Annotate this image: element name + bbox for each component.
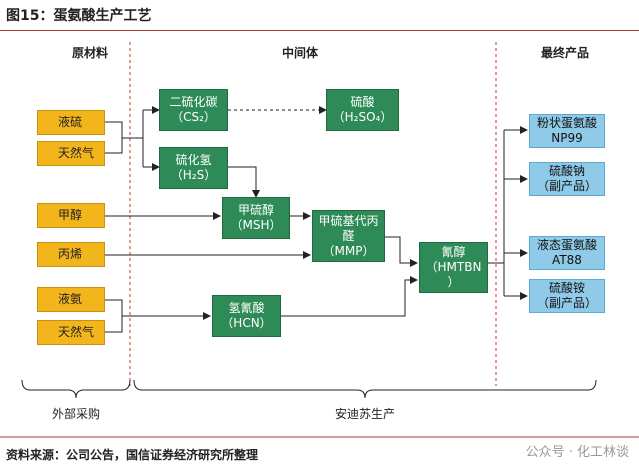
raw-liquid-sulfur: 液硫 (37, 110, 105, 135)
source-note: 资料来源：公司公告，国信证券经济研究所整理 (6, 448, 259, 462)
final-ammonium-sulfate: 硫酸铵 （副产品） (529, 279, 605, 313)
hcn-formula: （HCN） (221, 316, 272, 330)
final-np99: 粉状蛋氨酸 NP99 (529, 114, 605, 148)
title-bar: 图15：蛋氨酸生产工艺 (0, 0, 639, 30)
h2so4-name: 硫酸 (350, 95, 375, 109)
hmtbn-abbrev-1: （HMTBN (425, 260, 482, 274)
cs2-name: 二硫化碳 (169, 95, 218, 109)
brace-outsourced (21, 379, 131, 399)
intermediate-hcn: 氢氰酸 （HCN） (212, 295, 281, 337)
at88-code: AT88 (552, 253, 582, 267)
title-rule (0, 30, 639, 31)
cs2-formula: （CS₂） (171, 110, 216, 124)
sodium-sulfate-note: （副产品） (536, 179, 597, 193)
h2s-name: 硫化氢 (175, 153, 212, 167)
mmp-name-2: 醛 (342, 228, 355, 243)
intermediate-h2so4: 硫酸 （H₂SO₄） (326, 89, 399, 131)
mmp-name-1: 甲硫基代丙 (318, 213, 379, 228)
column-header-final: 最终产品 (540, 46, 589, 60)
msh-formula: （MSH） (230, 218, 282, 232)
raw-methanol: 甲醇 (37, 203, 105, 228)
raw-liquid-ammonia: 液氨 (37, 287, 105, 312)
final-sodium-sulfate: 硫酸钠 （副产品） (529, 162, 605, 196)
brace-in-house (133, 379, 597, 399)
h2so4-formula: （H₂SO₄） (332, 110, 393, 124)
intermediate-h2s: 硫化氢 （H₂S） (159, 147, 228, 189)
np99-name: 粉状蛋氨酸 (536, 116, 597, 130)
raw-natural-gas-2: 天然气 (37, 320, 105, 345)
watermark: 公众号 · 化工林谈 (525, 445, 629, 460)
final-at88: 液态蛋氨酸 AT88 (529, 236, 605, 270)
msh-name: 甲硫醇 (237, 203, 274, 217)
intermediate-cs2: 二硫化碳 （CS₂） (159, 89, 228, 131)
intermediate-hmtbn: 氰醇 （HMTBN ） (419, 242, 488, 293)
ammonium-sulfate-name: 硫酸铵 (548, 281, 585, 295)
hcn-name: 氢氰酸 (228, 301, 265, 315)
hmtbn-name: 氰醇 (441, 245, 466, 259)
column-header-raw: 原材料 (71, 46, 108, 60)
h2s-formula: （H₂S） (170, 168, 217, 182)
mmp-abbrev: （MMP） (322, 243, 375, 258)
figure-title: 图15：蛋氨酸生产工艺 (6, 8, 152, 24)
column-header-intermediate: 中间体 (281, 46, 318, 60)
raw-propylene: 丙烯 (37, 242, 105, 267)
hmtbn-abbrev-2: ） (447, 275, 460, 289)
brace-label-outsourced: 外部采购 (51, 407, 100, 421)
sodium-sulfate-name: 硫酸钠 (548, 164, 585, 178)
raw-natural-gas-1: 天然气 (37, 141, 105, 166)
np99-code: NP99 (551, 131, 583, 145)
brace-label-in-house: 安迪苏生产 (334, 407, 395, 421)
at88-name: 液态蛋氨酸 (536, 238, 597, 252)
intermediate-msh: 甲硫醇 （MSH） (222, 197, 290, 239)
ammonium-sulfate-note: （副产品） (536, 296, 597, 310)
intermediate-mmp: 甲硫基代丙 醛 （MMP） (312, 210, 385, 262)
